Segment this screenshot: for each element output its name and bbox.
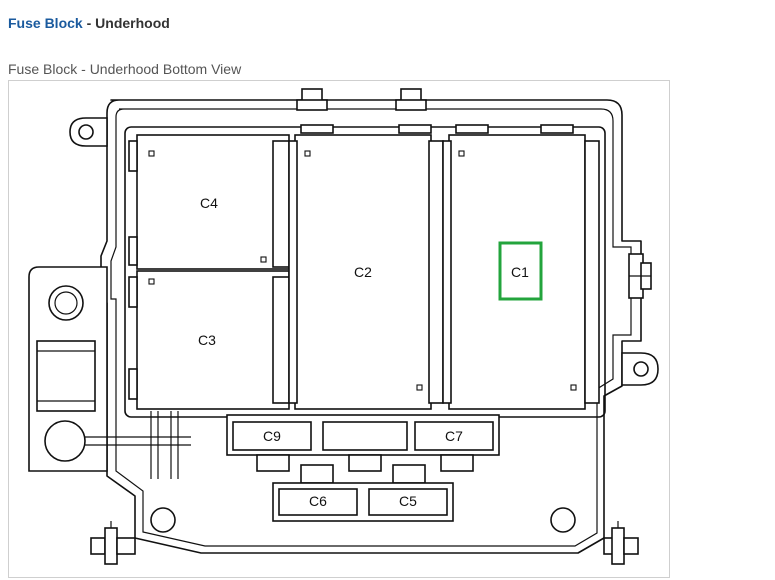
connector-c2-rail-left — [288, 140, 298, 404]
connector-c3-key — [128, 368, 138, 400]
connector-c3-rail — [272, 276, 290, 404]
connector-frame-notch — [455, 124, 489, 134]
connector-c4-key — [128, 236, 138, 266]
connector-c2-body — [294, 134, 432, 410]
connector-c3-key — [128, 276, 138, 308]
connector-c4-body — [136, 134, 290, 270]
connector-c2-label: C2 — [354, 264, 372, 280]
connector-c6-body — [278, 488, 358, 516]
lower-latch — [256, 454, 290, 472]
header-location: Underhood — [95, 15, 170, 31]
mount-ear-top-left — [69, 117, 108, 147]
top-tab-right — [400, 88, 422, 102]
left-round-boss — [48, 285, 84, 321]
mount-ear-right — [621, 352, 659, 386]
stud-bottom-left — [90, 521, 136, 565]
connector-c2-pin1 — [304, 150, 311, 157]
connector-c1-pin1 — [458, 150, 465, 157]
top-tab-left-base — [296, 99, 328, 111]
mount-hole-right — [633, 361, 649, 377]
connector-c2-pin-end — [416, 384, 423, 391]
connector-c1-side — [584, 140, 600, 404]
mount-hole-bottom-right — [550, 507, 576, 533]
header-separator: - — [82, 15, 96, 31]
c6-c5-housing-tab — [300, 464, 334, 484]
c6-c5-housing-tab — [392, 464, 426, 484]
figure-caption: Fuse Block - Underhood Bottom View — [8, 61, 242, 77]
housing-inner-outline — [110, 108, 632, 547]
connector-middle-body — [322, 421, 408, 451]
mount-hole-top-left — [78, 124, 94, 140]
connector-c1-body — [448, 134, 586, 410]
fuse-block-link[interactable]: Fuse Block — [8, 15, 83, 31]
connector-c1-pin-end — [570, 384, 577, 391]
mount-hole-bottom-left — [150, 507, 176, 533]
connector-c5-label: C5 — [399, 493, 417, 509]
connector-c4-key — [128, 140, 138, 172]
connector-frame-notch — [398, 124, 432, 134]
left-lower-boss — [44, 420, 86, 462]
connector-c4-label: C4 — [200, 195, 218, 211]
top-tab-left — [301, 88, 323, 102]
connector-c3-pin1 — [148, 278, 155, 285]
fuse-block-diagram: C4 C3 C2 C1 C9 C7 C6 C5 — [28, 88, 659, 565]
connector-c9-body — [232, 421, 312, 451]
connector-c7-label: C7 — [445, 428, 463, 444]
left-round-boss-inner — [54, 291, 78, 315]
connector-c2-rail-right — [428, 140, 444, 404]
connector-c3-body — [136, 270, 290, 410]
connector-c3-label: C3 — [198, 332, 216, 348]
connector-c7-body — [414, 421, 494, 451]
connector-c4-pin-end — [260, 256, 267, 263]
connector-frame-notch — [300, 124, 334, 134]
stud-bottom-right — [603, 521, 639, 565]
connector-c1-highlight[interactable] — [498, 241, 543, 301]
diagram-frame: C4 C3 C2 C1 C9 C7 C6 C5 — [8, 80, 670, 578]
connector-c6-label: C6 — [309, 493, 327, 509]
housing-outline — [100, 99, 642, 554]
left-square-block — [36, 340, 96, 412]
connector-c1-label: C1 — [511, 264, 529, 280]
page-header: Fuse Block - Underhood — [8, 15, 170, 31]
connector-c1-rail — [442, 140, 452, 404]
lower-latch — [348, 454, 382, 472]
connector-c4-rail — [272, 140, 290, 268]
top-tab-right-base — [395, 99, 427, 111]
lower-latch — [440, 454, 474, 472]
connector-c5-body — [368, 488, 448, 516]
connector-c9-label: C9 — [263, 428, 281, 444]
connector-frame-notch — [540, 124, 574, 134]
connector-c4-pin1 — [148, 150, 155, 157]
